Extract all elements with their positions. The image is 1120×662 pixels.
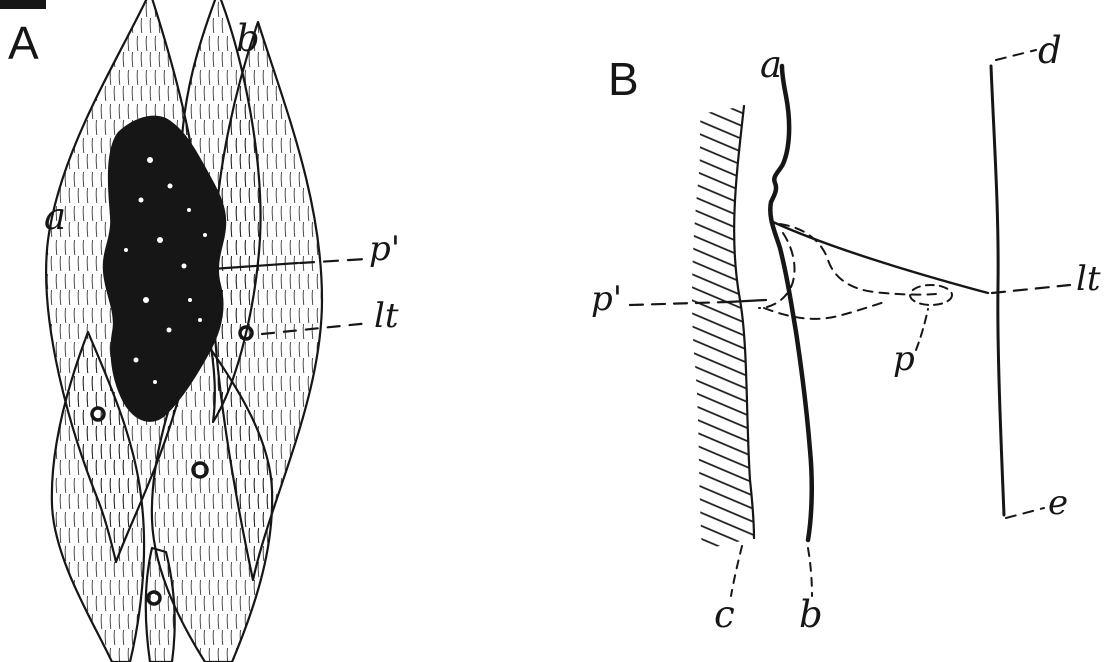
label-d-panel-b: d [1038, 29, 1062, 72]
label-e-panel-b: e [1048, 483, 1069, 523]
cell-outline-lower-middle [150, 326, 274, 662]
lt-leader-dashed-b [990, 283, 1072, 295]
panel-a-drawing [0, 0, 372, 662]
p-prime-leader-dashed-a [298, 257, 368, 265]
dark-protoplast-mass [102, 115, 227, 422]
cell-outline-lower-left [50, 330, 146, 662]
dashed-pit-outline [758, 223, 953, 320]
label-a-panel-a: a [44, 195, 67, 238]
right-boundary-line [989, 64, 1006, 517]
label-b-panel-a: b [236, 17, 260, 60]
p-prime-leader-solid-a [166, 261, 300, 274]
wall-hatch-band [692, 106, 754, 550]
cell-nuclei [90, 140, 254, 606]
p-prime-leader-solid-b [726, 298, 768, 304]
scan-artifact [0, 0, 46, 9]
lt-leader-dashed-a [260, 321, 372, 336]
label-a-panel-b: a [760, 43, 783, 86]
lt-diagonal-line [771, 220, 990, 295]
panel-b-title: B [608, 53, 639, 105]
nucleus-lt-target [238, 325, 254, 341]
b-leader-dashed [807, 547, 813, 597]
p-leader-dashed [915, 308, 929, 351]
dashed-pit-tip-oval [909, 284, 953, 306]
label-lt-panel-a: lt [374, 296, 399, 336]
p-prime-leader-dashed-b [628, 300, 730, 307]
cell-outline-bottom-sliver [144, 546, 176, 662]
label-lt-panel-b: lt [1076, 259, 1101, 299]
label-p-panel-b: p [893, 339, 915, 379]
label-p-prime-panel-b: p' [591, 279, 623, 319]
e-leader-dashed [1005, 507, 1045, 519]
membrane-line-a [768, 63, 814, 543]
label-p-prime-panel-a: p' [369, 229, 401, 269]
d-leader-dashed [995, 49, 1037, 61]
label-c-panel-b: c [714, 593, 735, 636]
protoplast-speckles [124, 157, 207, 384]
label-b-panel-b: b [799, 593, 823, 636]
panel-b-drawing [628, 49, 1072, 597]
wall-inner-edge-line [733, 104, 756, 540]
panel-a-title: A [8, 17, 39, 69]
c-leader-dashed [730, 545, 743, 597]
